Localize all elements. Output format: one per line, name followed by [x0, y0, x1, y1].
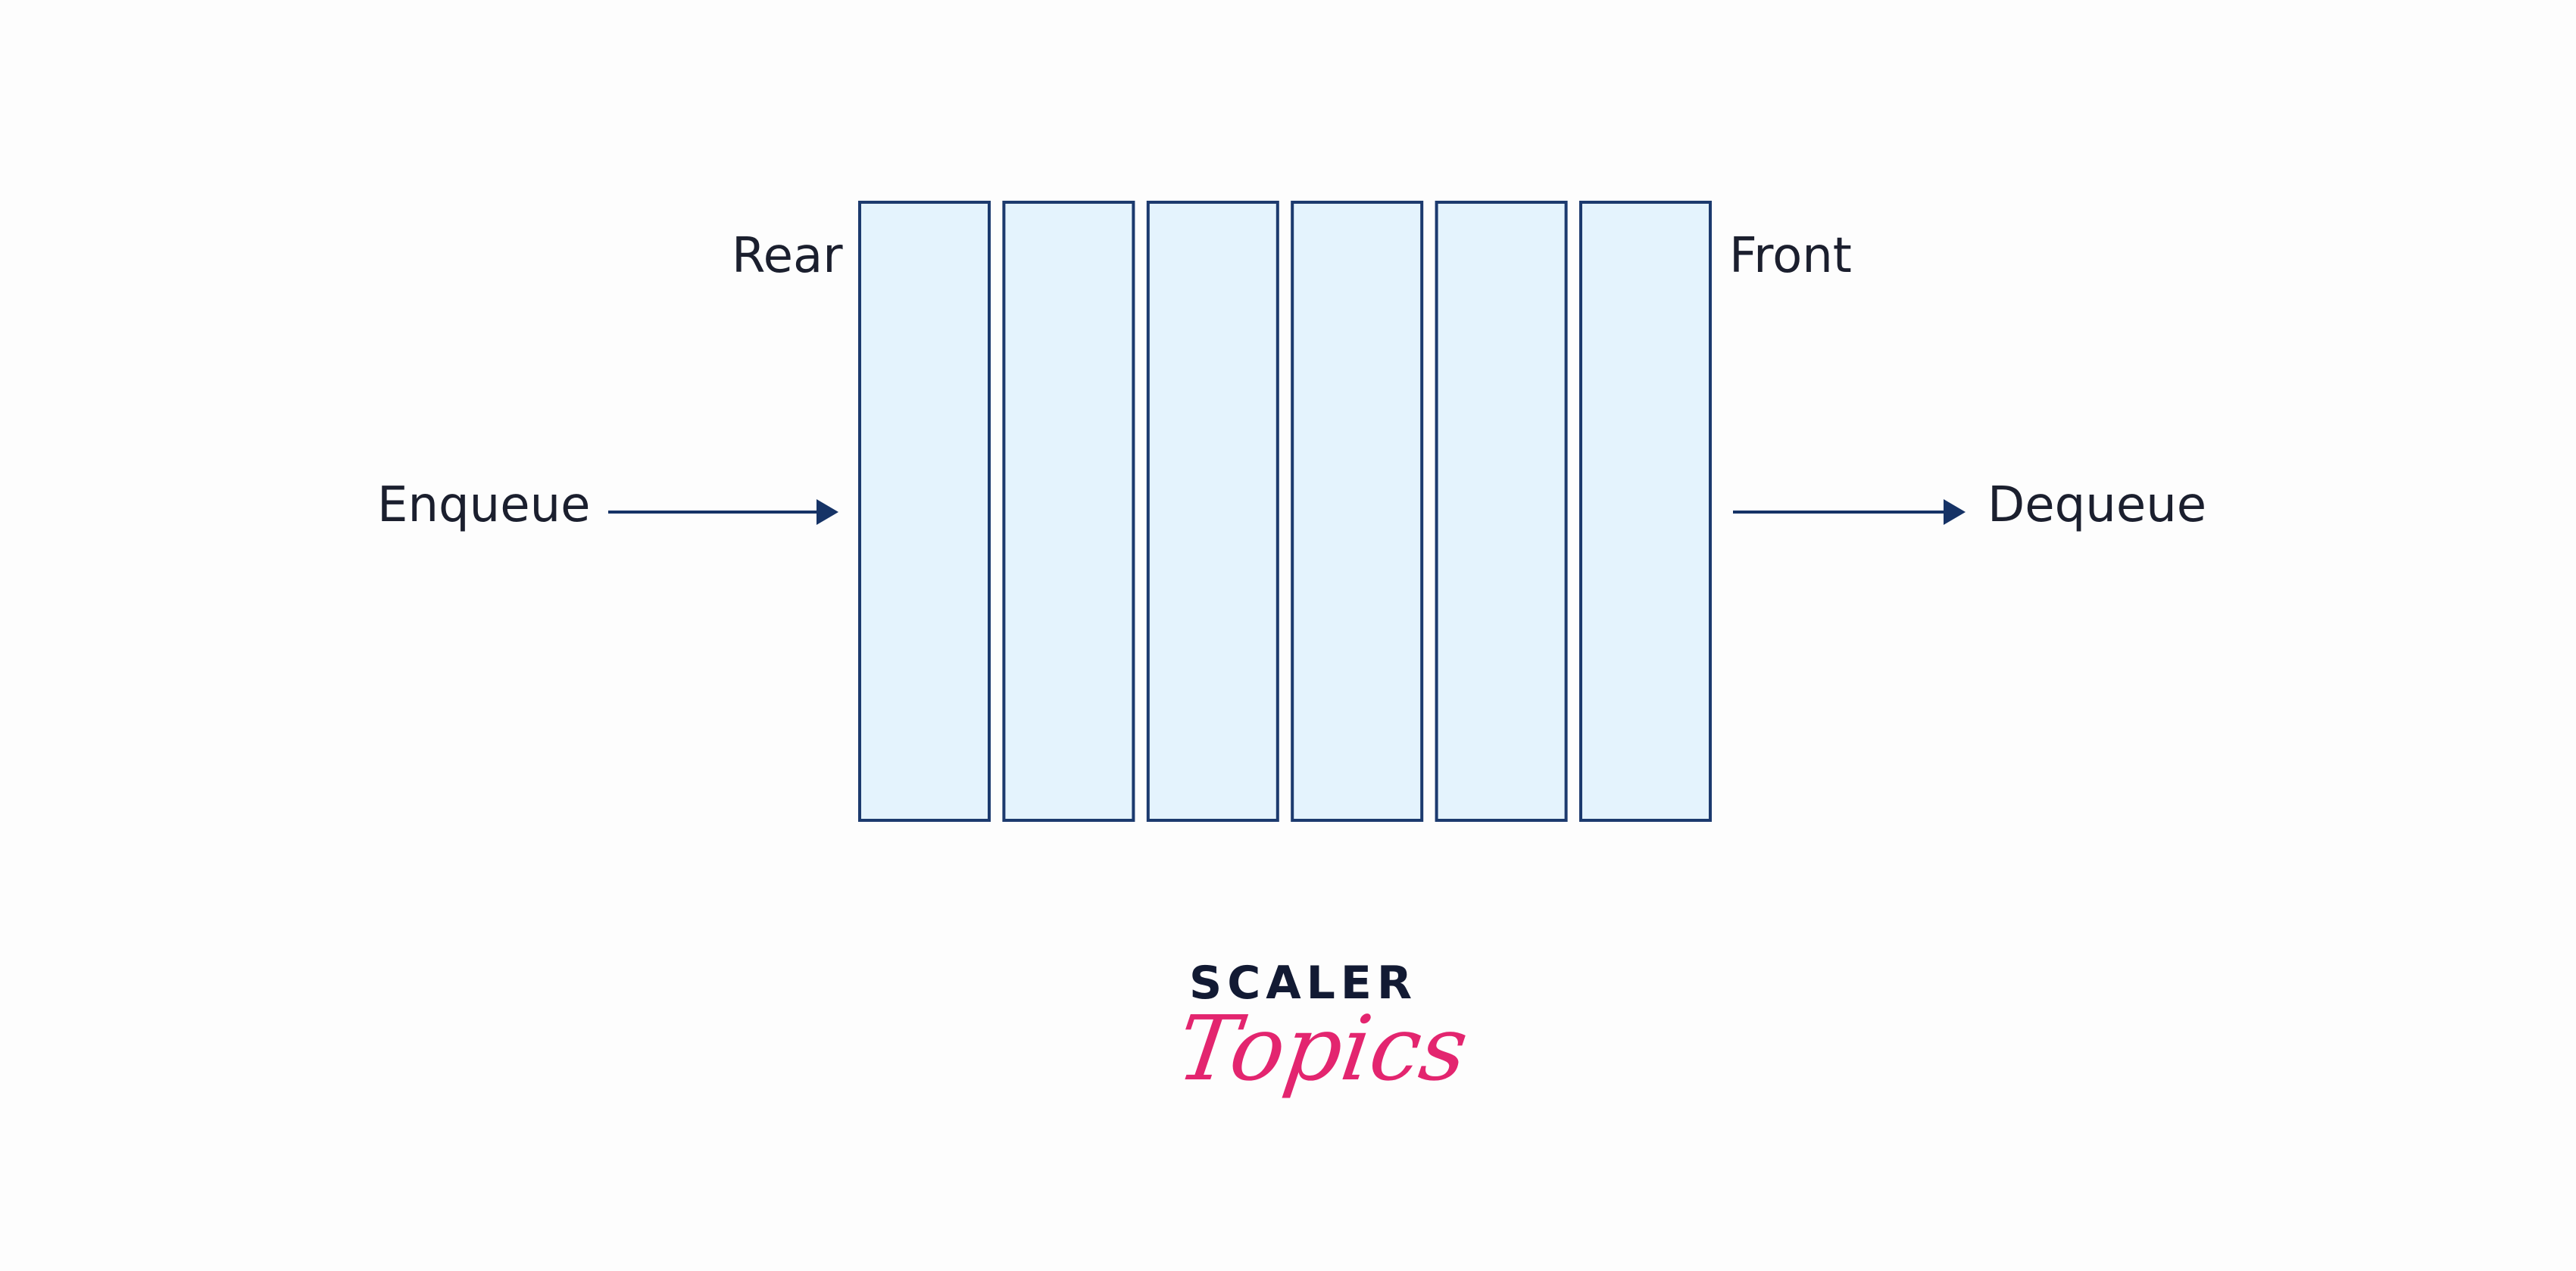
queue-slot — [1002, 201, 1135, 822]
queue-slot — [1291, 201, 1424, 822]
dequeue-arrow — [1733, 499, 1966, 525]
dequeue-label: Dequeue — [1987, 477, 2207, 533]
dequeue-arrow-head — [1944, 499, 1966, 525]
queue-slot — [858, 201, 991, 822]
logo-scaler-text: SCALER — [1189, 957, 1418, 1010]
enqueue-arrow — [608, 499, 838, 525]
enqueue-arrow-head — [817, 499, 838, 525]
enqueue-label: Enqueue — [377, 477, 591, 533]
logo-topics-text: Topics — [1171, 996, 1475, 1101]
queue-slot — [1146, 201, 1279, 822]
queue-slot — [1579, 201, 1712, 822]
queue-slot — [1435, 201, 1568, 822]
front-label: Front — [1729, 228, 1852, 284]
queue-slots — [858, 201, 1712, 822]
rear-label: Rear — [732, 228, 843, 284]
